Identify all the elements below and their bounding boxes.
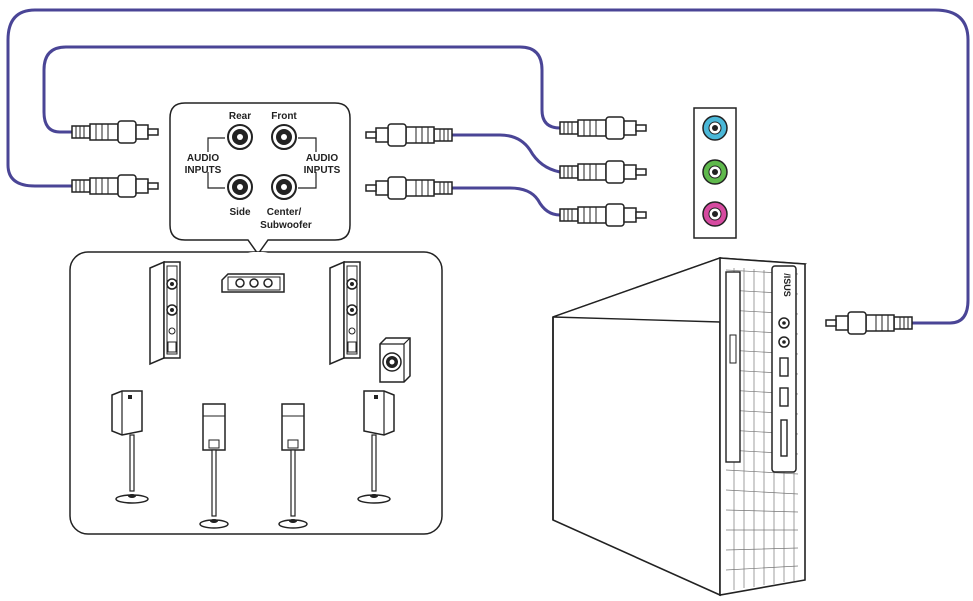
rca-plug-green [559, 160, 647, 184]
cable-right-upper-to-green [452, 133, 561, 174]
rca-plug-right-lower [366, 177, 452, 199]
rca-plug-blue [559, 116, 647, 140]
rca-plug-left-lower [71, 174, 159, 198]
jack-pink-mic [702, 201, 728, 227]
center-speaker [221, 273, 285, 293]
pc-rear-audio-panel [693, 107, 737, 239]
jack-front [271, 124, 297, 150]
label-rear: Rear [229, 111, 251, 122]
label-audio-inputs-right-1: AUDIO [306, 153, 338, 164]
label-front: Front [271, 111, 297, 122]
pc-brand-logo: /ISUS [782, 273, 792, 297]
front-mic-jack [778, 336, 790, 348]
cable-left-upper-to-blue [42, 45, 561, 134]
speaker-input-panel: Rear Front Side Center/ Subwoofer AUDIO … [169, 102, 351, 256]
jack-blue-line-in [702, 115, 728, 141]
front-left-speaker [149, 261, 181, 365]
cable-right-lower-to-pink [452, 186, 561, 217]
label-audio-inputs-left-2: INPUTS [185, 165, 222, 176]
pc-tower: /ISUS [552, 256, 808, 597]
rca-plug-pink [559, 203, 647, 227]
label-audio-inputs-right-2: INPUTS [304, 165, 341, 176]
label-side: Side [229, 207, 251, 218]
label-center: Center/ [267, 207, 302, 218]
rca-plug-pc-front [826, 312, 912, 334]
cables [6, 8, 970, 325]
front-usb-port-1 [779, 357, 789, 377]
card-reader-slot [780, 419, 788, 457]
subwoofer [379, 337, 411, 383]
jack-green-line-out [702, 159, 728, 185]
front-right-speaker [329, 261, 361, 365]
label-audio-inputs-left-1: AUDIO [187, 153, 219, 164]
jack-center-subwoofer [271, 174, 297, 200]
cable-pc-to-left-lower [6, 8, 970, 325]
speaker-system-box [69, 251, 443, 535]
rca-plug-left-upper [71, 120, 159, 144]
label-subwoofer: Subwoofer [260, 220, 312, 231]
front-headphone-jack [778, 317, 790, 329]
front-usb-port-2 [779, 387, 789, 407]
rca-plug-right-upper [366, 124, 452, 146]
jack-side [227, 174, 253, 200]
jack-rear [227, 124, 253, 150]
